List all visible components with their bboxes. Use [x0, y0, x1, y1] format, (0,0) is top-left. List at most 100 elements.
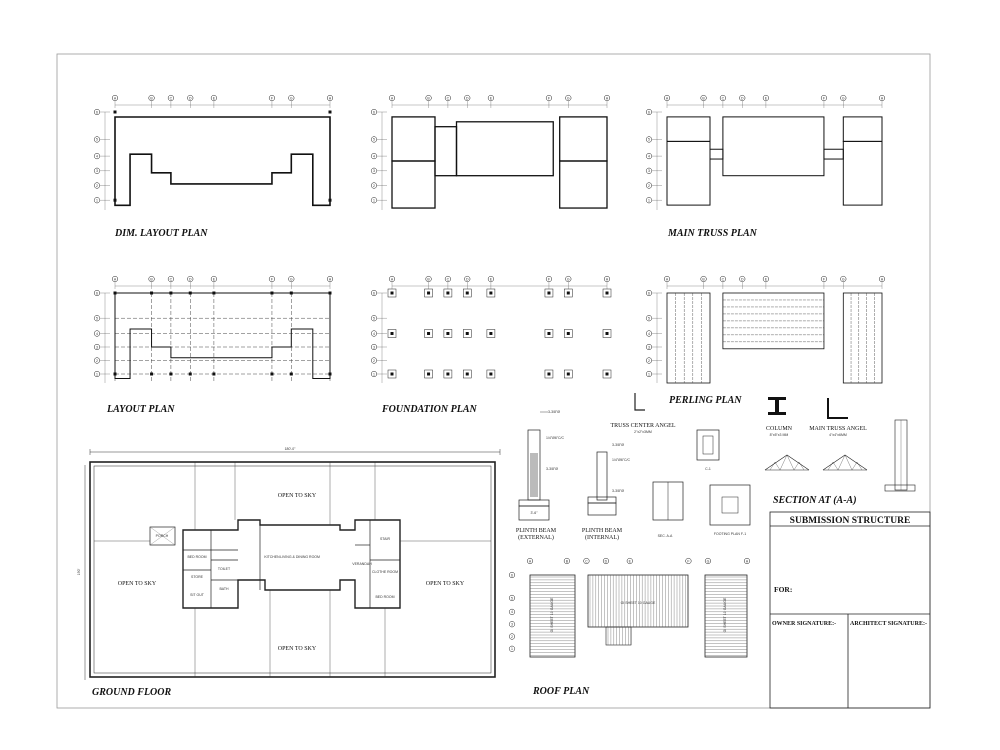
- open-sky-right: OPEN TO SKY: [426, 581, 465, 587]
- grid-bubble-col: [704, 557, 711, 565]
- grid-bubble-col: [388, 94, 396, 102]
- grid-col-label: E: [213, 277, 216, 281]
- grid-bubble-col: [148, 94, 155, 102]
- main-truss-angel-icon: [827, 398, 848, 419]
- grid-col-label: F: [823, 96, 825, 100]
- grid-row-label: 2: [648, 184, 650, 188]
- grid-bubble-col: [663, 94, 671, 102]
- grid-col-label: G: [567, 277, 570, 281]
- truss-center-size: 2"x2"x3MM: [634, 430, 652, 434]
- grid-bubble-row: [645, 136, 653, 143]
- plinth-ext-label-1: PLINTH BEAM: [516, 528, 557, 534]
- grid-row-label: 1: [373, 199, 375, 203]
- grid-bubble-row: [93, 108, 101, 116]
- open-sky-bottom: OPEN TO SKY: [278, 646, 317, 652]
- grid-bubble-row: [93, 182, 101, 189]
- grid-row-label: 2: [648, 359, 650, 363]
- plinth-ext-bar-bot: 3-3/8"Ø: [546, 467, 558, 471]
- open-sky-top: OPEN TO SKY: [278, 493, 317, 499]
- footing-plan-detail: [709, 484, 751, 526]
- grid-col-label: D: [189, 277, 192, 281]
- grid-row-label: 4: [96, 154, 98, 158]
- grid-row-label: 6: [373, 291, 375, 295]
- plinth-int-bar-top: 3-3/8"Ø: [612, 443, 624, 447]
- room-porch: PORCH: [156, 534, 169, 538]
- grid-col-label: F: [548, 277, 550, 281]
- plinth-ext-sole: 3'-6": [531, 511, 539, 515]
- sheet-border: [56, 53, 931, 709]
- grid-bubble-row: [645, 357, 653, 364]
- grid-bubble-col: [187, 94, 194, 102]
- grid-row-label: 5: [373, 317, 375, 321]
- grid-col-label: B: [150, 277, 153, 281]
- grid-bubble-row: [645, 289, 653, 297]
- grid-bubble-col: [545, 275, 553, 283]
- grid-bubble-row: [645, 182, 653, 189]
- grid-row-label: 6: [648, 110, 650, 114]
- grid-bubble-col: [487, 275, 494, 283]
- grid-bubble-row: [508, 608, 516, 615]
- main-truss-angel-label: MAIN TRUSS ANGEL: [809, 426, 867, 432]
- grid-bubble-row: [508, 571, 516, 579]
- column-label: COLUMN: [766, 426, 793, 432]
- plinth-beam-external-detail: 3-3/8"Ø 1/4"Ø6"C/C 3-3/8"Ø 3'-6": [518, 410, 565, 521]
- grid-bubble-col: [148, 275, 155, 283]
- grid-col-label: B: [702, 96, 705, 100]
- grid-col-label: H: [881, 96, 884, 100]
- grid-col-label: C: [447, 96, 450, 100]
- grid-bubble-col: [565, 275, 572, 283]
- grid-bubble-row: [93, 315, 101, 322]
- grid-bubble-row: [645, 370, 653, 378]
- grid-bubble-col: [762, 275, 769, 283]
- grid-row-label: 4: [511, 610, 513, 614]
- grid-row-label: 5: [96, 317, 98, 321]
- grid-bubble-col: [210, 275, 217, 283]
- grid-bubble-col: [167, 275, 174, 283]
- grid-bubble-row: [508, 633, 516, 640]
- grid-bubble-col: [526, 557, 534, 565]
- grid-bubble-row: [93, 343, 101, 351]
- grid-bubble-col: [626, 557, 633, 565]
- section-aa-label: SECTION AT (A-A): [773, 495, 857, 506]
- grid-bubble-col: [700, 275, 707, 283]
- grid-col-label: D: [189, 96, 192, 100]
- grid-row-label: 1: [373, 372, 375, 376]
- grid-bubble-col: [487, 94, 494, 102]
- room-sitout: SIT OUT: [190, 593, 205, 597]
- architect-signature-label: ARCHITECT SIGNATURE:-: [850, 621, 927, 627]
- grid-bubble-row: [645, 108, 653, 116]
- grid-col-label: E: [490, 96, 493, 100]
- grid-bubble-row: [645, 197, 653, 204]
- grid-bubble-row: [370, 108, 378, 116]
- grid-row-label: 2: [96, 184, 98, 188]
- plinth-int-ring: 1/4"Ø6"C/C: [612, 458, 631, 462]
- sec-aa-label: SEC. A-A: [658, 534, 673, 538]
- grid-row-label: 6: [648, 291, 650, 295]
- grid-row-label: 1: [648, 199, 650, 203]
- grid-row-label: 1: [96, 199, 98, 203]
- truss-center-label: TRUSS CENTER ANGEL: [610, 423, 675, 429]
- grid-bubble-col: [602, 557, 610, 565]
- grid-bubble-col: [563, 557, 570, 565]
- plinth-ext-bar-top: 3-3/8"Ø: [548, 410, 560, 414]
- grid-col-label: E: [490, 277, 493, 281]
- perling-plan-label: PERLING PLAN: [669, 395, 742, 406]
- grid-bubble-row: [370, 153, 378, 160]
- grid-bubble-row: [508, 594, 516, 602]
- grid-col-label: H: [329, 277, 332, 281]
- column-size: 8"x5"x3 MM: [770, 433, 789, 437]
- grid-bubble-col: [739, 275, 746, 283]
- grid-bubble-col: [603, 94, 611, 102]
- main-truss-plan-label: MAIN TRUSS PLAN: [667, 228, 758, 239]
- grid-row-label: 2: [96, 359, 98, 363]
- grid-bubble-col: [878, 275, 886, 283]
- grid-col-label: H: [606, 96, 609, 100]
- grid-row-label: 1: [511, 647, 513, 651]
- grid-row-label: 5: [648, 138, 650, 142]
- grid-bubble-row: [93, 357, 101, 364]
- grid-bubble-col: [167, 94, 174, 102]
- grid-bubble-col: [719, 275, 726, 283]
- grid-col-label: G: [707, 559, 710, 563]
- ground-floor-drawing: 180'-0" 190' OPEN TO SKY OPEN TO SKY OPE…: [77, 447, 501, 680]
- grid-col-label: D: [466, 96, 469, 100]
